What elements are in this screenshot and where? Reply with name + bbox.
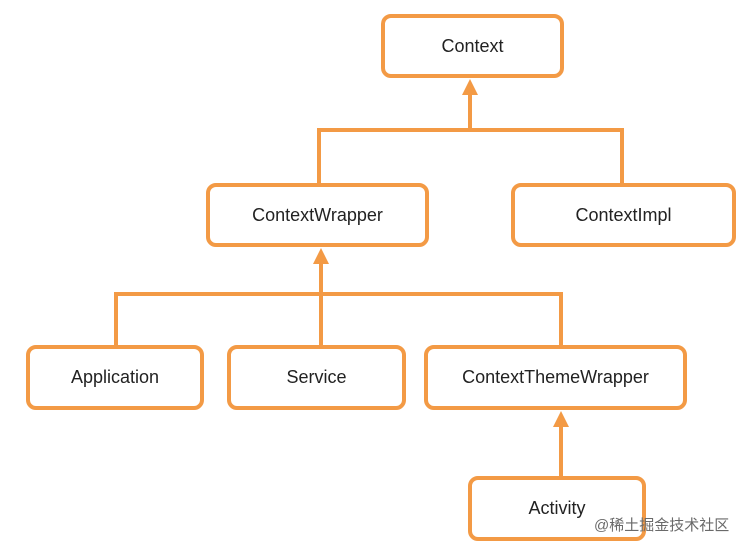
arrowhead-contextthemewrapper — [553, 411, 569, 427]
node-contextthemewrapper: ContextThemeWrapper — [424, 345, 687, 410]
arrowhead-context — [462, 79, 478, 95]
edge-application-to-contextwrapper — [114, 292, 563, 345]
node-service: Service — [227, 345, 406, 410]
node-activity-label: Activity — [528, 498, 586, 518]
node-contextimpl-label: ContextImpl — [575, 204, 672, 225]
node-contextimpl: ContextImpl — [511, 183, 736, 247]
node-activity: Activity — [468, 476, 646, 541]
arrowhead-contextwrapper — [313, 248, 329, 264]
node-context: Context — [381, 14, 564, 78]
node-contextthemewrapper-label: ContextThemeWrapper — [462, 367, 649, 387]
node-application-label: Application — [70, 367, 160, 387]
node-context-label: Context — [441, 35, 504, 56]
edge-contextwrapper-to-context — [317, 128, 624, 183]
node-application: Application — [26, 345, 204, 410]
node-contextwrapper-label: ContextWrapper — [252, 204, 383, 225]
node-service-label: Service — [286, 367, 347, 387]
watermark-text: @稀土掘金技术社区 — [594, 517, 730, 534]
node-contextwrapper: ContextWrapper — [206, 183, 429, 247]
